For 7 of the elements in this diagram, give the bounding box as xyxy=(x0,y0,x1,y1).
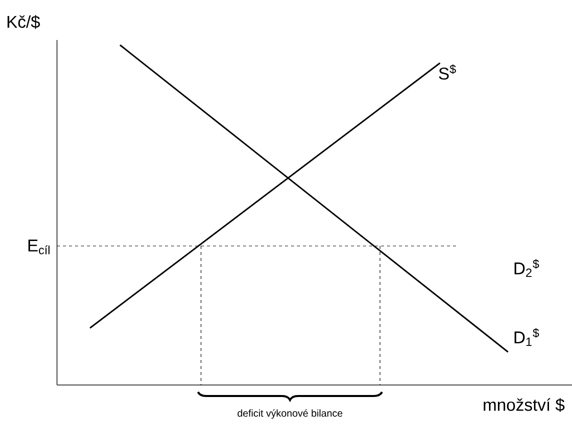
level-label: E$_{cíl}$ xyxy=(28,240,50,254)
curve-label: D$_{2}$$ xyxy=(514,259,540,277)
brace-label: deficit výkonové bilance xyxy=(238,409,342,419)
curve-label: S$^{$}$ xyxy=(438,64,456,80)
axis-label: Kč/$ xyxy=(8,15,40,29)
axis-label: množství $ xyxy=(484,398,565,412)
curve-label: D$_{1}$$ xyxy=(514,328,540,346)
